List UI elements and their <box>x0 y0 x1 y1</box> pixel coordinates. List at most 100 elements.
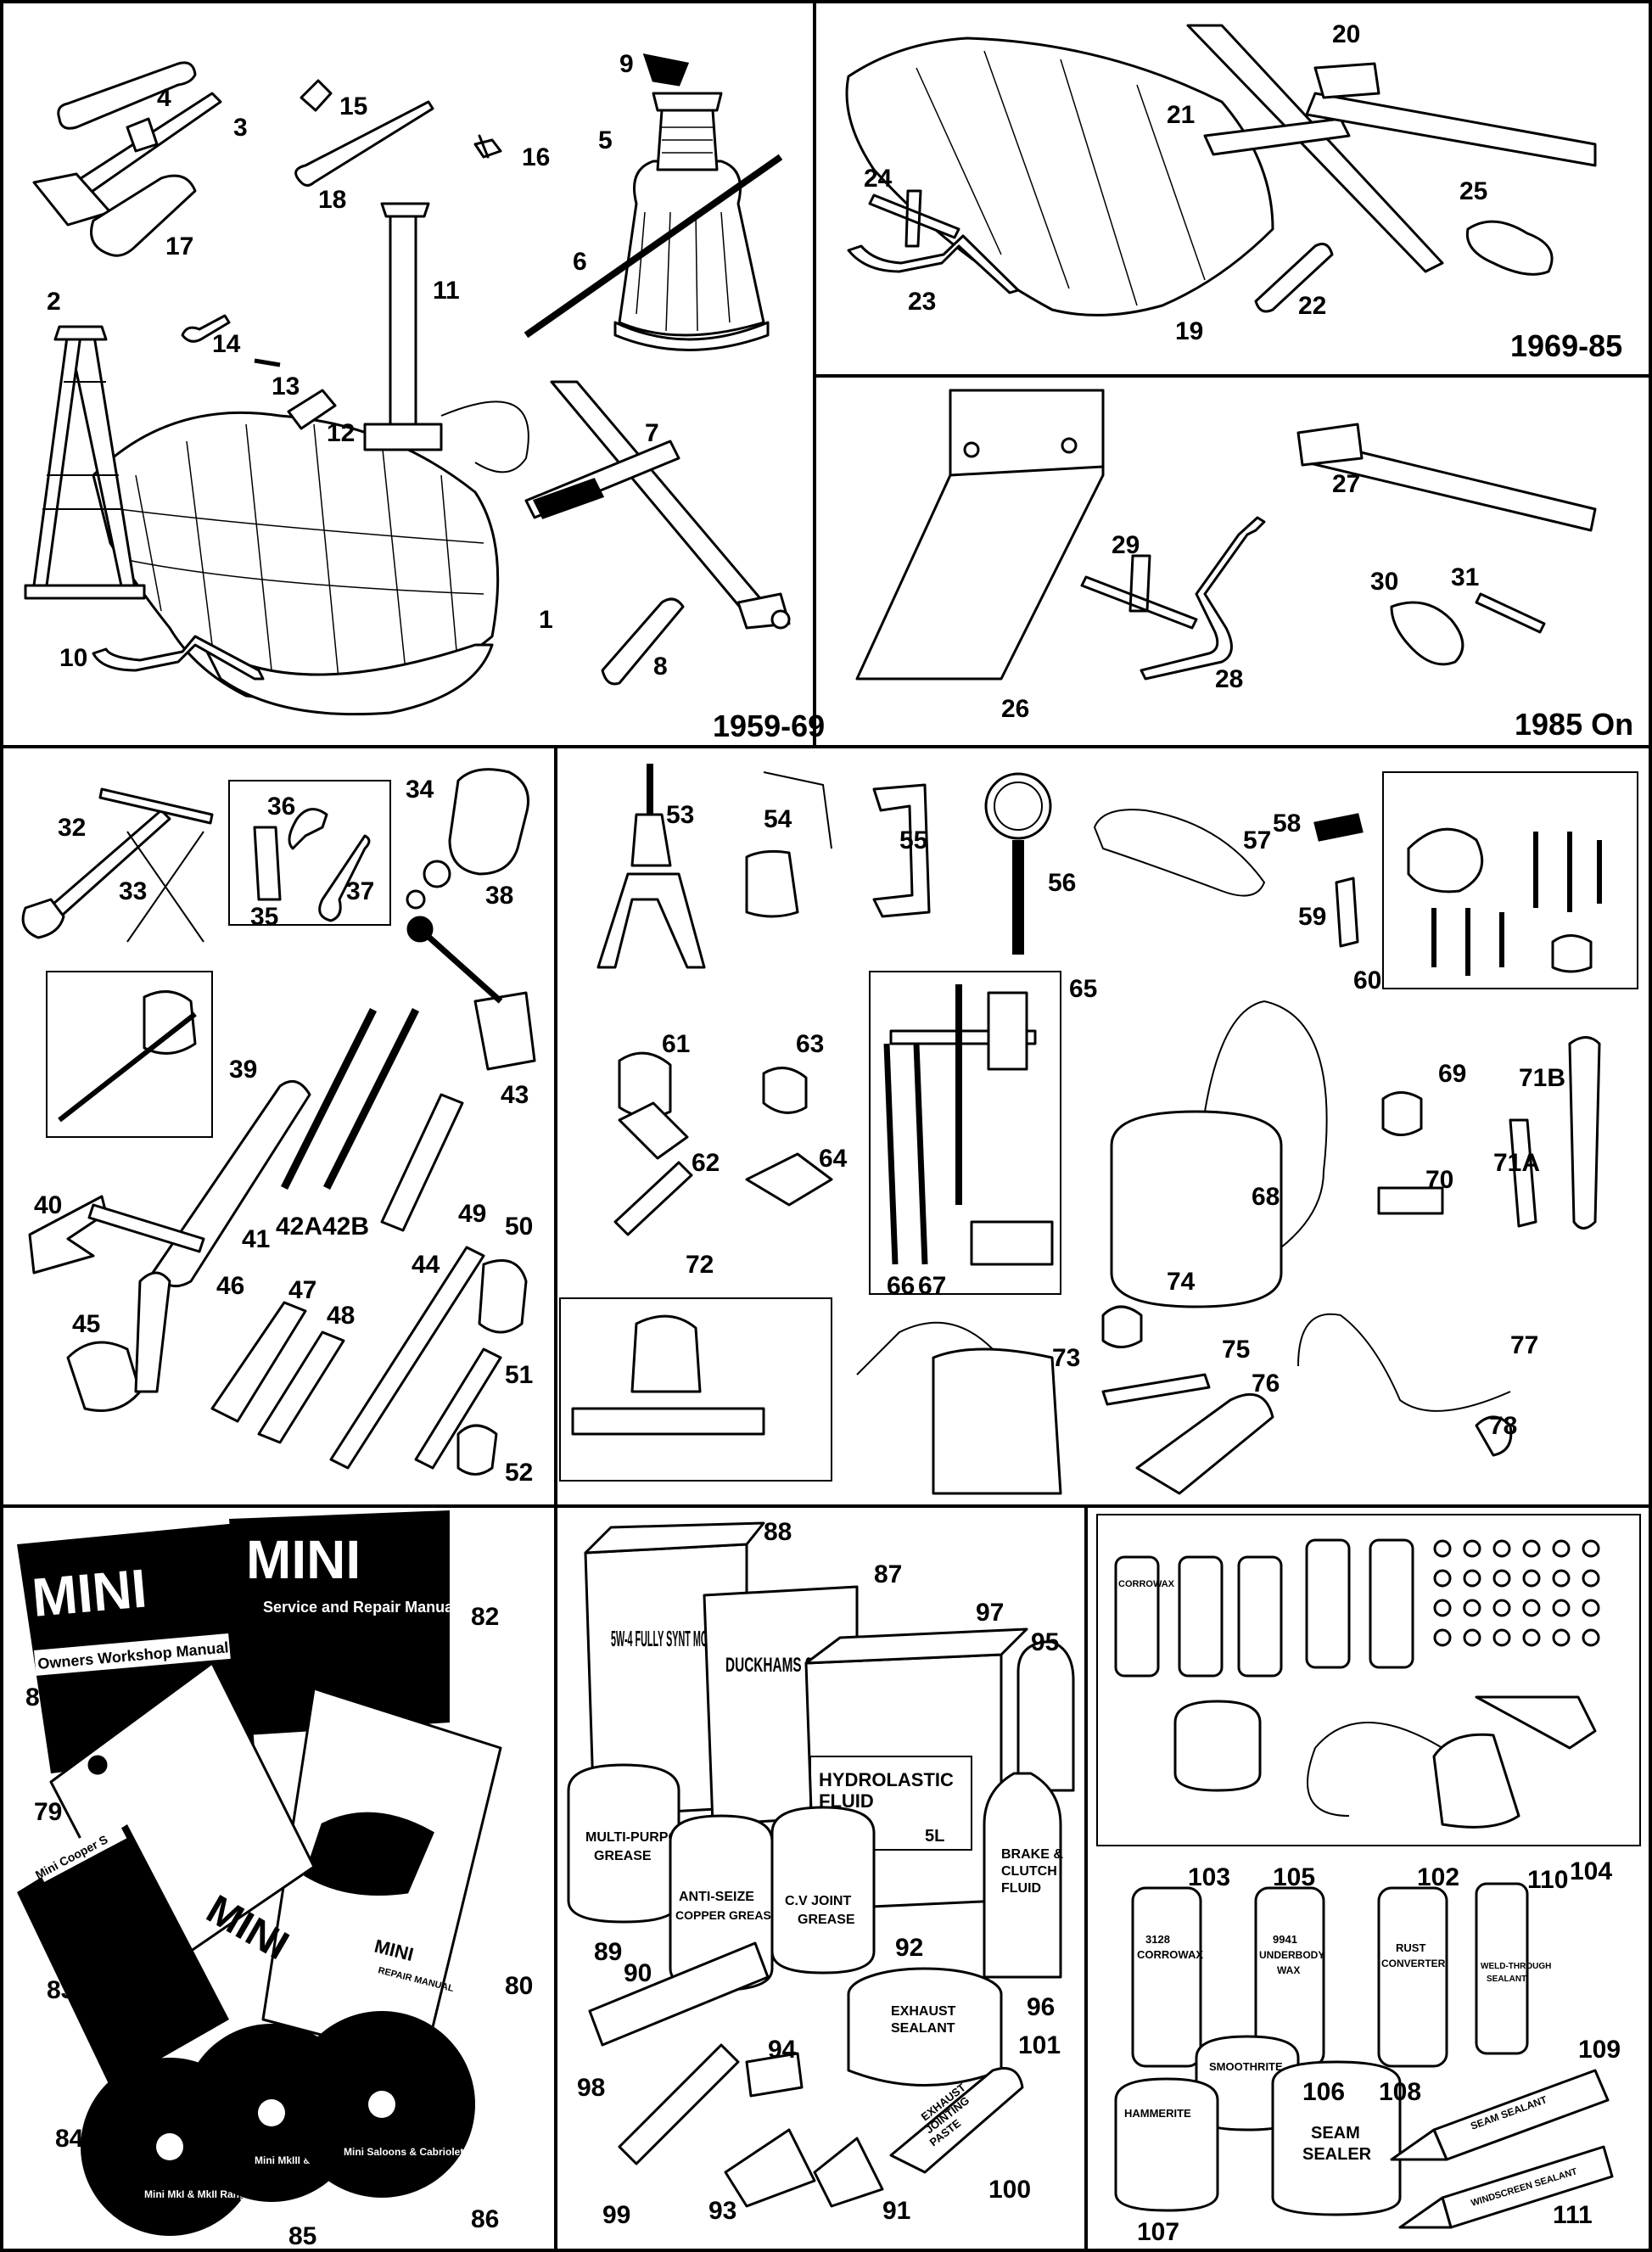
fork-40-icon <box>28 1195 108 1274</box>
bracket-70-icon <box>1377 1186 1444 1215</box>
spray-gun-hose <box>1307 1722 1443 1817</box>
part-label-90: 90 <box>624 1959 652 1987</box>
part-label-106: 106 <box>1302 2078 1345 2106</box>
part-label-64: 64 <box>819 1145 848 1173</box>
part-label-89: 89 <box>594 1938 622 1966</box>
ring-compressor-54-icon <box>745 849 799 918</box>
part-label-37: 37 <box>346 877 374 905</box>
tub-90-line1: ANTI-SEIZE <box>679 1890 754 1904</box>
part-label-21: 21 <box>1167 101 1195 129</box>
part-label-108: 108 <box>1379 2078 1421 2106</box>
tub-92-line1: C.V JOINT <box>785 1894 851 1908</box>
drift-42b-icon <box>322 1007 420 1190</box>
part-label-35: 35 <box>250 903 278 931</box>
manuals: MINI Owners Workshop Manual MINI Service… <box>17 1510 502 2236</box>
nut-60-icon <box>1551 934 1593 973</box>
can-103-line1: 3128 <box>1145 1933 1170 1946</box>
wheel-brace-23-icon <box>847 234 1020 294</box>
dvd-1-title: Mini MkI & MkII Ranges <box>144 2188 257 2200</box>
spanner-set-box-34 <box>228 780 391 926</box>
tub-92: C.V JOINT GREASE <box>770 1806 876 1975</box>
part-label-4: 4 <box>157 84 171 112</box>
part-label-20: 20 <box>1332 20 1360 48</box>
part-label-83: 83 <box>47 1976 75 2004</box>
bleeder-can-68-arm <box>1204 1000 1265 1112</box>
scissor-jack-base <box>1203 117 1351 156</box>
tee-bar-32-handle <box>98 787 214 825</box>
part-label-58: 58 <box>1273 809 1301 837</box>
tool-set-box-60 <box>1382 771 1638 989</box>
aerosol-label: CORROWAX <box>1118 1579 1175 1589</box>
jack-handle-22-icon <box>1254 243 1334 313</box>
box-98-icon <box>588 1941 770 2047</box>
scissor-jack-20-head <box>1313 62 1380 99</box>
bottle-96-line1: BRAKE & <box>1001 1847 1063 1862</box>
socket-63-icon <box>762 1067 808 1114</box>
flaring-bar-72 <box>571 1407 765 1436</box>
part-label-2: 2 <box>47 288 61 316</box>
driver-62-icon <box>613 1161 693 1236</box>
part-label-105: 105 <box>1273 1863 1315 1891</box>
part-label-42b: 42B <box>322 1213 369 1241</box>
aerosol-row <box>1114 1538 1414 1678</box>
special-tools <box>21 768 536 1476</box>
tool-49-icon <box>329 1246 485 1470</box>
part-label-11: 11 <box>433 277 460 305</box>
tool-43-knob <box>406 916 434 943</box>
part-label-87: 87 <box>874 1560 902 1588</box>
part-label-38: 38 <box>485 882 513 910</box>
puller-53-legs <box>596 872 706 969</box>
part-label-71b: 71B <box>1519 1064 1565 1092</box>
part-label-84: 84 <box>55 2125 84 2153</box>
scissor-jack-icon <box>1186 24 1444 273</box>
part-label-81: 81 <box>25 1683 53 1711</box>
flaring-tool-72-icon <box>630 1314 702 1393</box>
box-spanner-35-icon <box>253 826 282 901</box>
can-105: 9941 UNDERBODY WAX <box>1254 1886 1325 2068</box>
can-102-line2: CONVERTER <box>1381 1958 1446 1969</box>
tool-74-icon <box>1101 1305 1143 1348</box>
part-label-98: 98 <box>577 2074 605 2102</box>
bottle-96-line3: FLUID <box>1001 1881 1041 1896</box>
part-label-66: 66 <box>887 1272 915 1300</box>
socket-12-icon <box>287 389 337 430</box>
part-label-111: 111 <box>1553 2201 1593 2229</box>
part-label-107: 107 <box>1137 2218 1179 2246</box>
part-label-101: 101 <box>1018 2031 1061 2059</box>
clip-16-icon <box>473 134 502 159</box>
part-label-75: 75 <box>1222 1336 1250 1364</box>
part-label-25: 25 <box>1459 177 1487 205</box>
spanner-37-icon <box>318 834 371 922</box>
tools-1969-85 <box>845 24 1597 317</box>
tin-101: EXHAUST SEALANT <box>847 1967 1003 2087</box>
part-label-22: 22 <box>1298 292 1326 320</box>
part-label-15: 15 <box>339 92 367 120</box>
part-label-14: 14 <box>212 330 241 358</box>
scissor-jack-icon <box>524 380 791 630</box>
can-103-line2: CORROWAX <box>1137 1948 1203 1961</box>
tube-109: SEAM SEALANT <box>1390 2069 1610 2161</box>
part-label-77: 77 <box>1510 1331 1538 1359</box>
part-label-91: 91 <box>882 2197 910 2225</box>
tub-89: MULTI-PURPO GREASE <box>567 1763 680 1924</box>
workshop-tools <box>559 764 1638 1495</box>
part-label-59: 59 <box>1298 903 1326 931</box>
tee-spanner-24-icon <box>868 189 960 248</box>
tin-104-icon <box>1173 1700 1262 1792</box>
bleeder-can-68-hose <box>1263 1000 1328 1248</box>
pressure-gauge-56-icon <box>984 772 1052 840</box>
sachet-94-icon <box>745 2052 804 2098</box>
tin-107: HAMMERITE <box>1114 2077 1219 2212</box>
wheel-brace-icon <box>32 92 222 227</box>
puller-53-icon <box>630 813 672 867</box>
part-label-50: 50 <box>505 1213 533 1241</box>
tin-101-line2: SEALANT <box>891 2021 955 2036</box>
part-label-23: 23 <box>908 288 936 316</box>
puller-44-icon <box>380 1093 464 1232</box>
part-label-78: 78 <box>1489 1412 1517 1440</box>
part-label-86: 86 <box>471 2205 499 2233</box>
dvd-3-title: Mini Saloons & Cabriolet <box>344 2146 463 2158</box>
puller-plate-60-icon <box>1407 827 1484 894</box>
part-label-9: 9 <box>619 50 634 78</box>
part-label-92: 92 <box>895 1934 923 1962</box>
